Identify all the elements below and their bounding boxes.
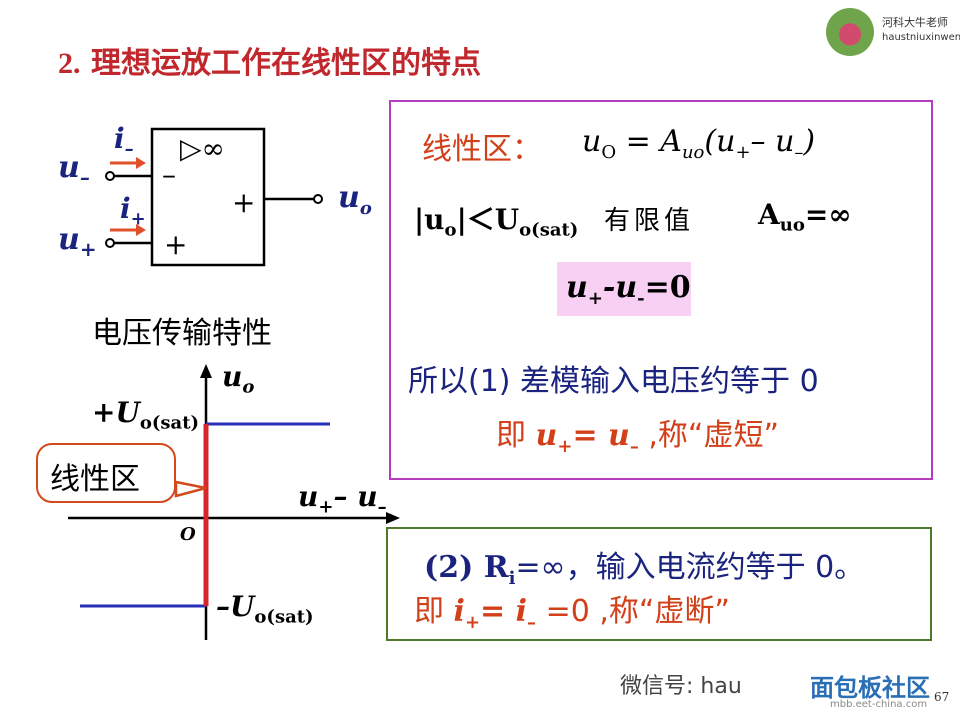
opamp-symbol: ▷∞ <box>180 132 225 165</box>
origin-label: O <box>180 524 196 545</box>
opamp-body <box>150 127 266 267</box>
slide-title: 2. 理想运放工作在线性区的特点 <box>58 38 481 82</box>
linear-formula: uO = Auo(u+– u–) <box>582 124 816 163</box>
x-axis-label: u+– u– <box>298 480 387 518</box>
linear-label: 线性区： <box>422 132 542 167</box>
y-axis-label: uo <box>222 360 255 398</box>
label-i-plus: i+ <box>120 192 146 230</box>
virtual-short-highlight <box>557 262 691 316</box>
finite-value: 有限值 <box>604 206 695 236</box>
title-number: 2. <box>58 47 81 80</box>
neg-sat-label: –Uo(sat) <box>216 590 314 628</box>
opamp-minus: – <box>162 158 176 191</box>
virtual-short-equation: u+-u-=0 <box>566 270 691 309</box>
brand-name: 河科大牛老师 <box>882 16 948 29</box>
watermark-brand: 面包板社区 <box>810 674 930 702</box>
brand-avatar <box>826 8 874 56</box>
virtual-open-box <box>386 527 932 641</box>
opamp-plus-in: + <box>164 228 188 261</box>
arrowhead-i-plus <box>136 224 146 236</box>
linear-region-box <box>389 100 933 480</box>
pos-sat-label: +Uo(sat) <box>92 396 200 434</box>
label-u-plus: u+ <box>58 222 97 261</box>
watermark-url: mbb.eet-china.com <box>830 699 928 710</box>
linear-region-callout <box>36 443 176 503</box>
label-i-minus: i– <box>114 122 134 160</box>
virtual-open-line1: (2) Ri=∞，输入电流约等于 0。 <box>424 550 865 589</box>
arrowhead-i-minus <box>136 157 146 169</box>
x-axis-arrow <box>386 512 400 524</box>
virtual-short-line: 即 u+= u– ,称“虚短” <box>496 418 780 457</box>
transfer-heading: 电压传输特性 <box>92 316 272 351</box>
opamp-plus-out: + <box>232 186 256 219</box>
brand-handle: haustniuxinwen <box>882 32 960 43</box>
terminal-output <box>313 194 323 204</box>
callout-text: 线性区 <box>50 462 140 497</box>
auo-infinite: Auo=∞ <box>758 198 852 236</box>
label-u-minus: u– <box>58 150 90 189</box>
y-axis-arrow <box>200 364 212 378</box>
so-line: 所以(1) 差模输入电压约等于 0 <box>408 364 819 399</box>
page-number: 67 <box>934 690 950 704</box>
terminal-plus <box>105 238 115 248</box>
title-text: 理想运放工作在线性区的特点 <box>90 46 481 81</box>
uo-bound: |uo|＜Uo(sat) <box>414 203 579 241</box>
label-u-out: uo <box>338 180 372 219</box>
virtual-open-line2: 即 i+= i– =0 ,称“虚断” <box>414 594 730 633</box>
callout-pointer <box>174 480 207 498</box>
watermark-wechat: 微信号: hau <box>620 674 742 699</box>
terminal-minus <box>105 171 115 181</box>
